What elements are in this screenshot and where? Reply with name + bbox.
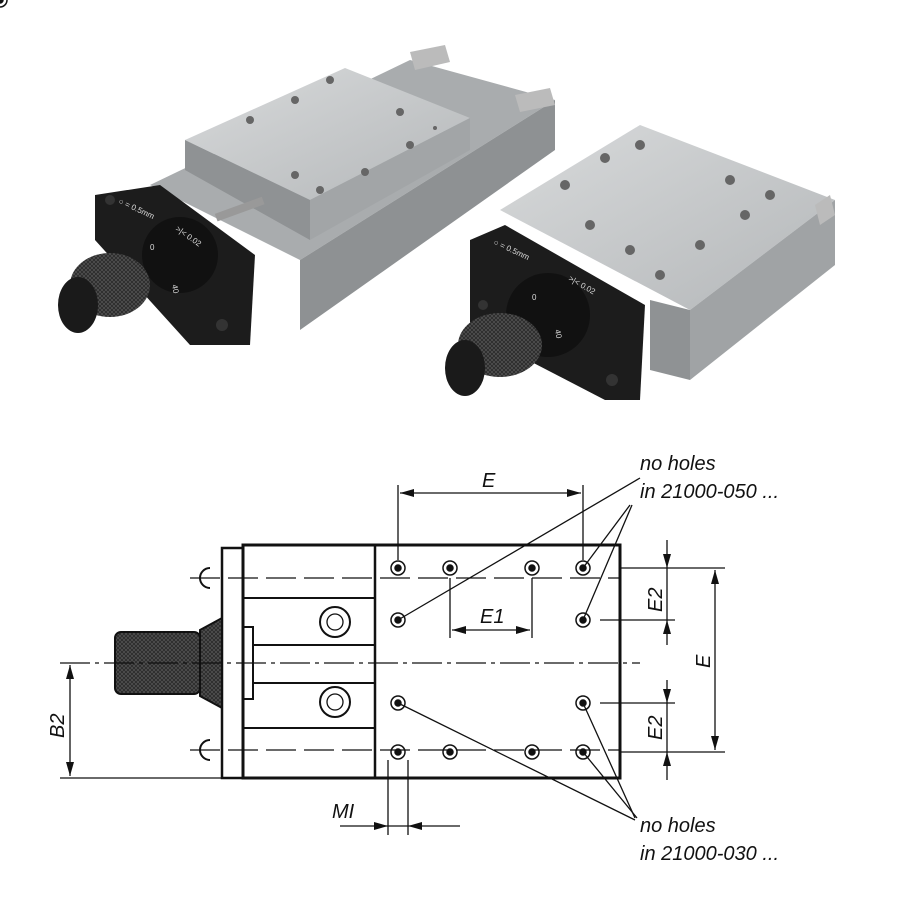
technical-drawing xyxy=(0,0,725,835)
photo-slide-left: ○ = 0.5mm >|< 0.02 0 40 xyxy=(58,45,555,345)
dial-forty-text: 40 xyxy=(170,284,181,295)
dim-e-right: E xyxy=(693,654,715,668)
dim-e2-lower: E2 xyxy=(645,716,667,740)
mounting-holes xyxy=(0,0,591,760)
slide-outline xyxy=(241,543,622,780)
note-top-line1: no holes xyxy=(640,453,716,475)
arrowheads xyxy=(66,489,719,830)
dial-forty-text: 40 xyxy=(553,329,564,340)
note-bottom-line2: in 21000-030 ... xyxy=(640,843,779,865)
dim-e1: E1 xyxy=(480,606,504,628)
dial-zero-text: 0 xyxy=(532,293,537,302)
dim-e-top: E xyxy=(482,470,496,492)
top-plate xyxy=(185,68,470,200)
dim-mi: MI xyxy=(332,801,355,823)
dial-zero-text: 0 xyxy=(150,243,155,252)
note-bottom-line1: no holes xyxy=(640,815,716,837)
dim-e2-upper: E2 xyxy=(645,588,667,612)
dial xyxy=(142,217,218,293)
note-top-line2: in 21000-050 ... xyxy=(640,481,779,503)
photo-slide-right: ○ = 0.5mm >|< 0.02 0 40 xyxy=(445,125,835,400)
dim-b2: B2 xyxy=(47,714,69,738)
top-plate xyxy=(500,125,835,310)
